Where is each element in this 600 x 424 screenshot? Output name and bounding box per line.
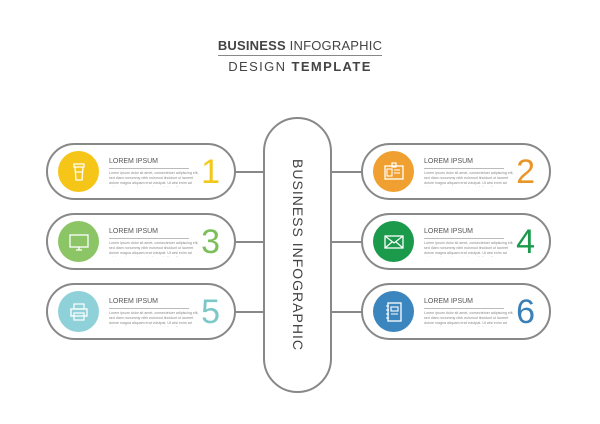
label-underline [109, 308, 189, 309]
step-label: LOREM IPSUM [424, 158, 474, 165]
step-card-2: LOREM IPSUM Lorem ipsum dolor sit amet, … [361, 143, 551, 200]
connector-1 [234, 171, 265, 173]
step-label: LOREM IPSUM [109, 298, 159, 305]
connector-4 [330, 241, 364, 243]
label-underline [109, 238, 189, 239]
step-card-5: LOREM IPSUM Lorem ipsum dolor sit amet, … [46, 283, 236, 340]
subtitle-rest: DESIGN [228, 59, 292, 74]
notebook-icon [373, 291, 414, 332]
monitor-icon [58, 221, 99, 262]
step-body: Lorem ipsum dolor sit amet, consectetuer… [424, 311, 514, 327]
step-number: 5 [201, 293, 220, 331]
envelope-icon [373, 221, 414, 262]
connector-6 [330, 311, 364, 313]
label-underline [424, 168, 504, 169]
step-number: 6 [516, 293, 535, 331]
center-label: BUSINESS INFOGRAPHIC [289, 159, 306, 351]
step-number: 3 [201, 223, 220, 261]
connector-5 [234, 311, 265, 313]
step-number: 4 [516, 223, 535, 261]
label-underline [424, 238, 504, 239]
step-body: Lorem ipsum dolor sit amet, consectetuer… [424, 171, 514, 187]
label-underline [424, 308, 504, 309]
step-card-1: LOREM IPSUM Lorem ipsum dolor sit amet, … [46, 143, 236, 200]
step-number: 2 [516, 153, 535, 191]
step-card-4: LOREM IPSUM Lorem ipsum dolor sit amet, … [361, 213, 551, 270]
step-label: LOREM IPSUM [424, 228, 474, 235]
step-body: Lorem ipsum dolor sit amet, consectetuer… [109, 311, 199, 327]
step-number: 1 [201, 153, 220, 191]
title-line-1: BUSINESS INFOGRAPHIC [0, 38, 600, 53]
title-divider [218, 55, 382, 56]
title-bold: BUSINESS [217, 38, 286, 53]
step-body: Lorem ipsum dolor sit amet, consectetuer… [109, 171, 199, 187]
step-label: LOREM IPSUM [109, 228, 159, 235]
connector-3 [234, 241, 265, 243]
connector-2 [330, 171, 364, 173]
step-label: LOREM IPSUM [109, 158, 159, 165]
label-underline [109, 168, 189, 169]
subtitle-bold: TEMPLATE [291, 59, 372, 74]
step-body: Lorem ipsum dolor sit amet, consectetuer… [424, 241, 514, 257]
step-body: Lorem ipsum dolor sit amet, consectetuer… [109, 241, 199, 257]
coffee-cup-icon [58, 151, 99, 192]
step-card-3: LOREM IPSUM Lorem ipsum dolor sit amet, … [46, 213, 236, 270]
title-rest: INFOGRAPHIC [285, 38, 383, 53]
center-pill: BUSINESS INFOGRAPHIC [263, 117, 332, 393]
step-card-6: LOREM IPSUM Lorem ipsum dolor sit amet, … [361, 283, 551, 340]
printer-icon [58, 291, 99, 332]
title-line-2: DESIGN TEMPLATE [0, 59, 600, 74]
step-label: LOREM IPSUM [424, 298, 474, 305]
id-card-icon [373, 151, 414, 192]
